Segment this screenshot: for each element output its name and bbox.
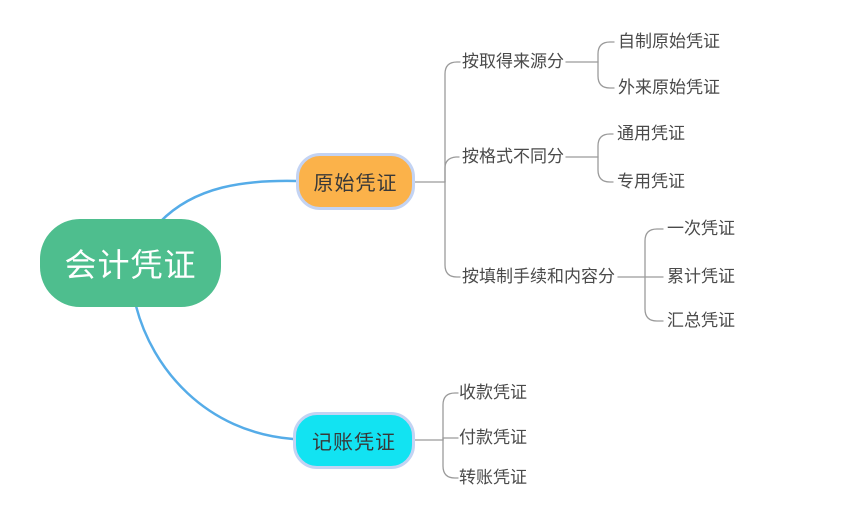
connector-root-to-bookkeeping (134, 304, 295, 441)
topic-by-procedure-and-content[interactable]: 按填制手续和内容分 (462, 267, 615, 286)
leaf-general-voucher[interactable]: 通用凭证 (617, 124, 685, 143)
branch-procedure-to-single (644, 228, 664, 278)
branch-source-to-external (597, 61, 615, 89)
topic-by-format[interactable]: 按格式不同分 (462, 147, 564, 166)
connector-root-to-original (158, 179, 298, 224)
branch-bookkeeping-to-transfer (442, 439, 459, 479)
leaf-payment-voucher[interactable]: 付款凭证 (459, 428, 527, 447)
branch-bookkeeping-to-payment (442, 437, 459, 441)
branch-bookkeeping-to-receipt (442, 392, 459, 441)
branch-original-to-procedure (444, 181, 461, 278)
leaf-receipt-voucher[interactable]: 收款凭证 (459, 383, 527, 402)
leaf-special-voucher[interactable]: 专用凭证 (617, 172, 685, 191)
leaf-single-voucher[interactable]: 一次凭证 (667, 219, 735, 238)
topic-by-source[interactable]: 按取得来源分 (462, 52, 564, 71)
leaf-external-original-voucher[interactable]: 外来原始凭证 (618, 78, 720, 97)
branch-node-bookkeeping-vouchers[interactable]: 记账凭证 (293, 412, 415, 469)
branch-original-to-source (444, 61, 461, 183)
leaf-cumulative-voucher[interactable]: 累计凭证 (667, 267, 735, 286)
leaf-transfer-voucher[interactable]: 转账凭证 (459, 468, 527, 487)
branch-source-to-selfmade (597, 41, 615, 63)
root-node-accounting-vouchers[interactable]: 会计凭证 (40, 219, 221, 307)
branch-procedure-to-summary (644, 276, 664, 322)
branch-node-original-vouchers[interactable]: 原始凭证 (296, 153, 415, 210)
branch-original-to-format (444, 156, 460, 183)
leaf-selfmade-original-voucher[interactable]: 自制原始凭证 (618, 32, 720, 51)
branch-format-to-general (597, 133, 614, 158)
branch-format-to-special (597, 156, 614, 183)
leaf-summary-voucher[interactable]: 汇总凭证 (667, 311, 735, 330)
